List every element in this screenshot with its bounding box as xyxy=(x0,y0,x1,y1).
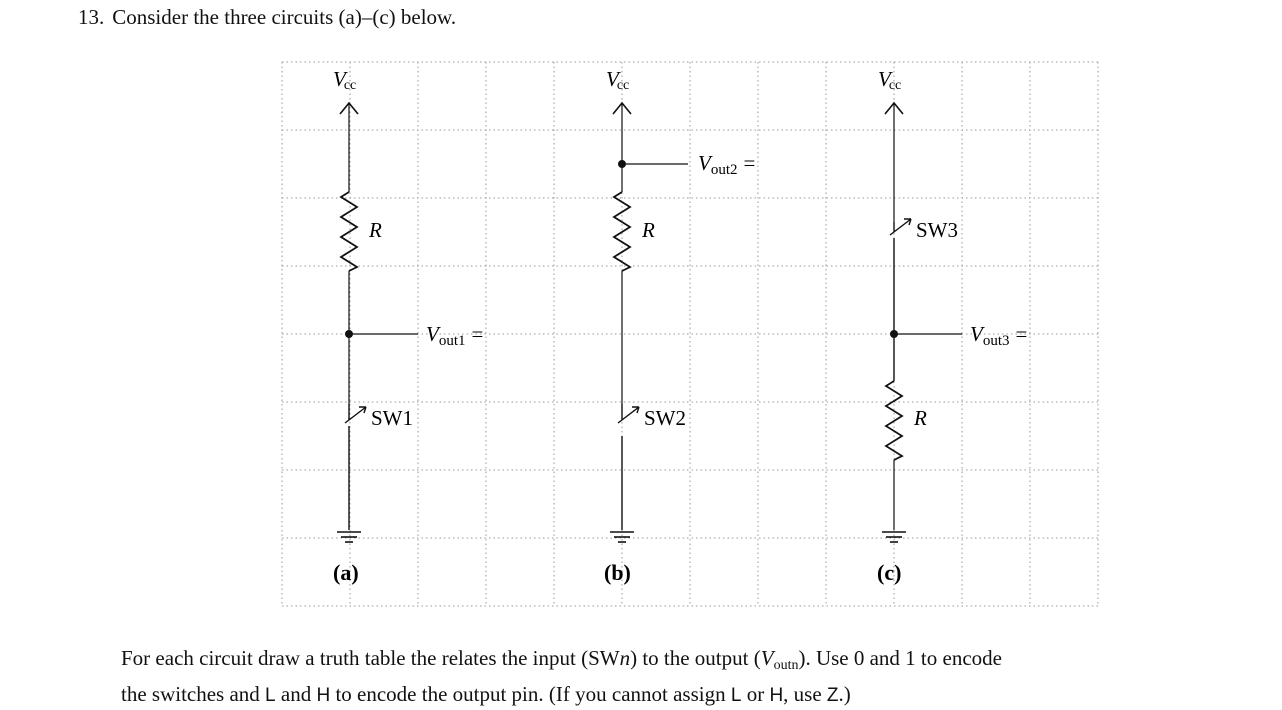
switch-icon xyxy=(617,404,640,530)
resistor-label: R xyxy=(913,406,927,430)
output-label: Vout2= xyxy=(698,151,755,178)
question-prompt: Consider the three circuits (a)–(c) belo… xyxy=(112,5,457,29)
switch-label: SW3 xyxy=(916,218,958,242)
switch-label: SW1 xyxy=(371,406,413,430)
supply-label: Vcc xyxy=(606,67,629,93)
instructions-line-2: the switches and L and H to encode the o… xyxy=(121,682,851,706)
output-label: Vout1= xyxy=(426,322,483,349)
question-number: 13. xyxy=(78,5,105,29)
circuit-b: Vcc R SW2 Vout2= (b) xyxy=(604,67,755,585)
output-label: Vout3= xyxy=(970,322,1027,349)
switch-icon xyxy=(344,404,367,530)
circuit-a: Vcc R SW1 Vout1= (a) xyxy=(333,67,483,585)
circuit-figure: Vcc R SW1 Vout1= (a) Vcc R SW2 Vout2= (b… xyxy=(281,61,1099,607)
circuit-c: Vcc SW3 R Vout3= (c) xyxy=(877,67,1027,585)
resistor-label: R xyxy=(368,218,382,242)
ground-icon xyxy=(336,531,362,543)
resistor-icon xyxy=(612,191,632,272)
supply-label: Vcc xyxy=(878,67,901,93)
instructions-line-1: For each circuit draw a truth table the … xyxy=(121,646,1002,673)
switch-icon xyxy=(889,218,912,381)
caption-b: (b) xyxy=(604,560,631,585)
caption-c: (c) xyxy=(877,560,901,585)
instructions: For each circuit draw a truth table the … xyxy=(121,644,1271,710)
resistor-icon xyxy=(339,191,359,272)
resistor-icon xyxy=(884,380,904,461)
switch-label: SW2 xyxy=(644,406,686,430)
question-header: 13. Consider the three circuits (a)–(c) b… xyxy=(78,4,456,30)
resistor-label: R xyxy=(641,218,655,242)
supply-label: Vcc xyxy=(333,67,356,93)
caption-a: (a) xyxy=(333,560,359,585)
